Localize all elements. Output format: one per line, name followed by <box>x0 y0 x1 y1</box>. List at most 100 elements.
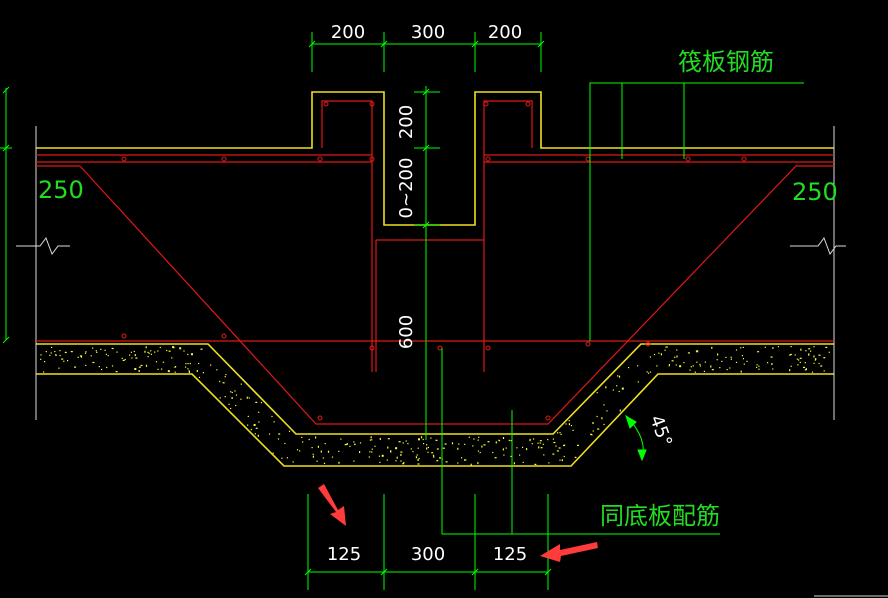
hatch-speck <box>64 351 67 353</box>
hatch-speck <box>124 358 126 361</box>
hatch-speck <box>721 360 723 362</box>
hatch-speck <box>676 355 678 358</box>
hatch-speck <box>296 449 299 451</box>
hatch-speck <box>601 417 603 420</box>
hatch-speck <box>445 461 448 463</box>
hatch-speck <box>63 360 65 362</box>
hatch-speck <box>719 367 721 369</box>
hatch-speck <box>596 392 598 394</box>
bedding-bottom-edge <box>36 373 834 467</box>
hatch-speck <box>50 352 52 354</box>
hatch-speck <box>764 346 766 348</box>
hatch-speck <box>725 356 727 358</box>
hatch-speck <box>696 361 698 363</box>
hatch-speck <box>789 354 791 356</box>
hatch-speck <box>157 368 159 370</box>
hatch-speck <box>797 364 799 366</box>
hatch-speck <box>789 353 792 356</box>
hatch-speck <box>533 438 535 440</box>
dim-vertical-depth: 600 <box>396 315 417 349</box>
hatch-speck <box>464 443 466 445</box>
hatch-speck <box>371 448 373 450</box>
hatch-speck <box>368 456 370 458</box>
dim-vertical-mid: 0~200 <box>396 158 417 219</box>
hatch-speck <box>219 380 221 383</box>
hatch-speck <box>387 438 390 440</box>
hatch-speck <box>84 352 87 354</box>
hatch-speck <box>444 443 447 445</box>
hatch-speck <box>403 462 405 464</box>
hatch-speck <box>183 350 185 352</box>
hatch-speck <box>605 386 607 389</box>
hatch-speck <box>51 346 53 348</box>
hatch-speck <box>818 354 821 356</box>
hatch-speck <box>417 463 420 465</box>
hatch-speck <box>658 352 660 354</box>
hatch-speck <box>254 433 256 435</box>
hatch-speck <box>311 447 313 449</box>
hatch-speck <box>552 438 554 440</box>
hatch-speck <box>354 443 356 445</box>
hatch-speck <box>395 460 397 462</box>
hatch-speck <box>563 455 565 458</box>
hatch-speck <box>560 433 562 435</box>
hatch-speck <box>369 439 371 441</box>
hatch-speck <box>49 354 51 356</box>
hatch-speck <box>387 446 389 449</box>
hatch-speck <box>526 448 528 451</box>
hatch-speck <box>308 438 310 441</box>
hatch-speck <box>828 351 830 353</box>
hatch-speck <box>386 459 388 461</box>
hatch-speck <box>813 346 815 348</box>
hatch-speck <box>772 347 774 349</box>
hatch-speck <box>400 451 403 453</box>
hatch-speck <box>111 365 114 367</box>
hatch-speck <box>457 447 459 450</box>
hatch-speck <box>823 357 826 359</box>
hatch-speck <box>258 411 260 413</box>
hatch-speck <box>502 437 505 439</box>
hatch-speck <box>140 364 143 367</box>
hatch-speck <box>104 349 106 351</box>
hatch-speck <box>730 356 732 358</box>
hatch-speck <box>804 369 806 371</box>
hatch-speck <box>771 363 773 365</box>
hatch-speck <box>189 362 191 365</box>
hatch-speck <box>247 415 249 417</box>
hatch-speck <box>575 456 577 459</box>
hatch-speck <box>122 359 125 361</box>
red-arrow-left-icon <box>318 484 346 526</box>
hatch-speck <box>92 361 95 364</box>
hatch-speck <box>696 350 699 353</box>
hatch-speck <box>412 451 414 453</box>
hatch-speck <box>596 415 598 418</box>
hatch-speck <box>553 441 556 444</box>
hatch-speck <box>772 368 774 370</box>
hatch-speck <box>572 429 574 431</box>
hatch-speck <box>224 376 226 378</box>
hatch-speck <box>565 423 567 425</box>
hatch-speck <box>344 444 347 446</box>
hatch-speck <box>134 354 136 357</box>
hatch-speck <box>668 365 670 367</box>
hatch-speck <box>671 360 674 362</box>
hatch-speck <box>814 359 816 361</box>
hatch-speck <box>472 445 474 447</box>
hatch-speck <box>503 454 505 456</box>
hatch-speck <box>522 446 524 448</box>
hatch-speck <box>250 428 252 431</box>
hatch-speck <box>649 371 652 373</box>
dim-bottom-right: 125 <box>493 544 527 565</box>
hatch-speck <box>327 450 330 453</box>
hatch-speck <box>799 361 801 363</box>
hatch-speck <box>510 455 512 457</box>
hatch-speck <box>420 436 423 439</box>
hatch-speck <box>568 420 570 422</box>
hatch-speck <box>320 450 322 453</box>
hatch-speck <box>442 447 445 449</box>
hatch-speck <box>540 447 543 449</box>
hatch-speck <box>159 346 161 349</box>
hatch-speck <box>740 347 742 349</box>
hatch-speck <box>174 366 176 368</box>
